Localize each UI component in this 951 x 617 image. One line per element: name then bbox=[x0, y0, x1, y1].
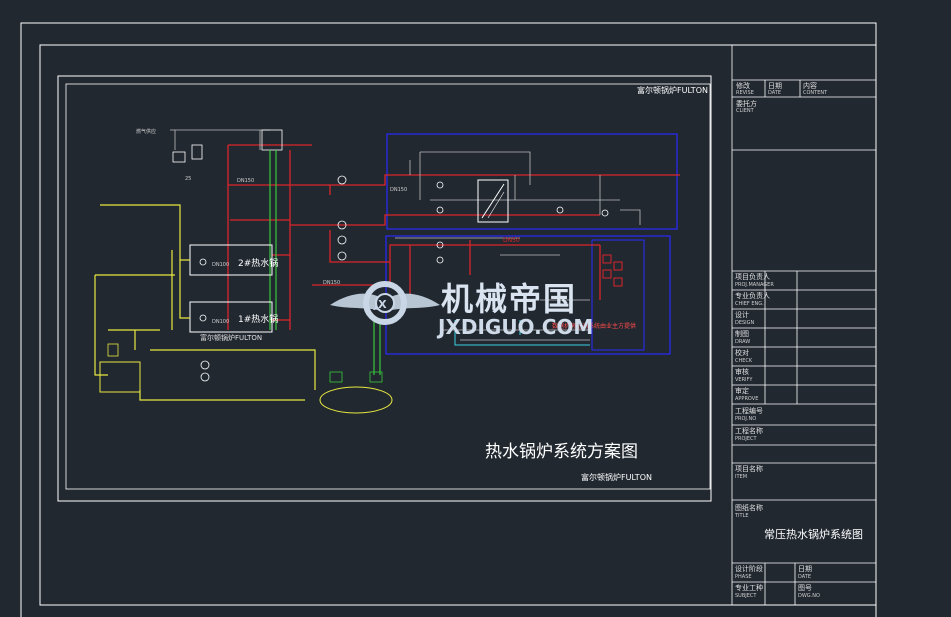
dn-label-3: DN150 bbox=[323, 280, 340, 286]
tb-dwgname-cn: 图纸名称 bbox=[735, 503, 763, 512]
tb-row-3-cn: 制图 bbox=[735, 329, 749, 338]
tb-item-en: ITEM bbox=[735, 474, 747, 480]
pump-valve-symbols bbox=[200, 175, 609, 382]
boiler-brand-label: 富尔顿锅炉FULTON bbox=[200, 333, 262, 342]
tb-drawing-title: 常压热水锅炉系统图 bbox=[764, 528, 863, 541]
watermark-en: JXDIGUO.COM bbox=[436, 315, 593, 339]
tb-row-2-cn: 设计 bbox=[735, 310, 749, 319]
brand-top: 富尔顿锅炉FULTON bbox=[637, 85, 708, 95]
gas-supply-label: 燃气供应 bbox=[136, 128, 156, 135]
plate-heat-exchanger bbox=[477, 179, 509, 223]
tb-row-5-en: VERIFY bbox=[735, 377, 753, 383]
red-pipe-network bbox=[227, 144, 680, 330]
boiler-2-dn: DN100 bbox=[212, 262, 229, 268]
tb-row-1-cn: 专业负责人 bbox=[735, 291, 770, 300]
tb-client-cn: 委托方 bbox=[736, 99, 757, 108]
tb-row-6-cn: 审定 bbox=[735, 386, 749, 395]
tb-date-en: DATE bbox=[768, 90, 781, 96]
red-dn-label: DN50 bbox=[503, 237, 520, 244]
design-note: 数据机房空调系统由业主方提供 bbox=[552, 322, 636, 330]
tb-row-4-cn: 校对 bbox=[735, 348, 749, 357]
tb-client-en: CLIENT bbox=[736, 108, 755, 114]
boiler-1-dn: DN100 bbox=[212, 319, 229, 325]
watermark-cn: 机械帝国 bbox=[441, 280, 577, 318]
tb-projno-en: PROJ.NO bbox=[735, 416, 756, 422]
tb-date2-cn: 日期 bbox=[798, 565, 812, 573]
tb-content-cn: 内容 bbox=[803, 81, 817, 90]
water-meter bbox=[172, 151, 186, 163]
tb-date2-en: DATE bbox=[798, 574, 811, 580]
tb-projno-cn: 工程编号 bbox=[735, 406, 763, 415]
control-cabinet-zone bbox=[591, 239, 645, 351]
drawing-frame bbox=[39, 44, 877, 606]
green-pipe-network bbox=[269, 150, 381, 375]
expansion-tank bbox=[261, 129, 283, 151]
svg-text:JX: JX bbox=[373, 298, 387, 311]
grey-pipe-network bbox=[170, 129, 641, 341]
dn-label-4: DN150 bbox=[390, 187, 407, 193]
boiler-2-label: 2#热水锅 bbox=[238, 257, 278, 269]
tb-row-4-en: CHECK bbox=[735, 358, 753, 364]
title-block bbox=[731, 45, 876, 605]
control-cabinet-relays bbox=[602, 254, 623, 287]
diagram-frame-outer bbox=[57, 75, 712, 502]
number-25-label: 25 bbox=[185, 176, 191, 182]
tb-row-6-en: APPROVE bbox=[735, 396, 758, 402]
tb-phase-en: PHASE bbox=[735, 574, 752, 580]
boiler-1 bbox=[189, 301, 273, 333]
tb-dwgno-en: DWG.NO bbox=[798, 593, 820, 599]
tb-revise-cn: 修改 bbox=[736, 81, 750, 90]
tb-item-cn: 项目名称 bbox=[735, 464, 763, 473]
diagram-frame-inner bbox=[65, 83, 711, 490]
tb-row-3-en: DRAW bbox=[735, 339, 750, 345]
dn-label-0: DN150 bbox=[237, 178, 254, 184]
tb-row-5-cn: 审核 bbox=[735, 367, 749, 376]
tb-date-cn: 日期 bbox=[768, 82, 782, 90]
tb-phase-cn: 设计阶段 bbox=[735, 564, 763, 573]
tb-row-0-cn: 项目负责人 bbox=[735, 272, 770, 281]
tb-row-0-en: PROJ.MANAGER bbox=[735, 282, 774, 288]
brand-bottom: 富尔顿锅炉FULTON bbox=[581, 472, 652, 482]
tb-subject-en: SUBJECT bbox=[735, 593, 757, 599]
tb-revise-en: REVISE bbox=[736, 90, 754, 96]
tb-projname-en: PROJECT bbox=[735, 436, 758, 442]
tb-content-en: CONTENT bbox=[803, 90, 828, 96]
gear-icon bbox=[363, 281, 407, 325]
secondary-zone-top bbox=[386, 133, 678, 230]
tb-row-1-en: CHIEF ENG. bbox=[735, 301, 764, 307]
storage-tank bbox=[319, 386, 393, 414]
main-title: 热水锅炉系统方案图 bbox=[485, 442, 638, 462]
tb-projname-cn: 工程名称 bbox=[735, 426, 763, 435]
tb-dwgno-cn: 图号 bbox=[798, 584, 812, 592]
softener-unit bbox=[191, 144, 203, 160]
watermark-logo: JX bbox=[330, 281, 440, 325]
boiler-1-label: 1#热水锅 bbox=[238, 313, 278, 325]
yellow-pipe-network bbox=[94, 204, 316, 401]
control-box bbox=[99, 361, 141, 393]
cyan-pipe-network bbox=[454, 320, 590, 346]
tb-row-2-en: DESIGN bbox=[735, 320, 755, 326]
tb-dwgname-en: TITLE bbox=[734, 513, 749, 519]
tb-subject-cn: 专业工种 bbox=[735, 583, 763, 592]
